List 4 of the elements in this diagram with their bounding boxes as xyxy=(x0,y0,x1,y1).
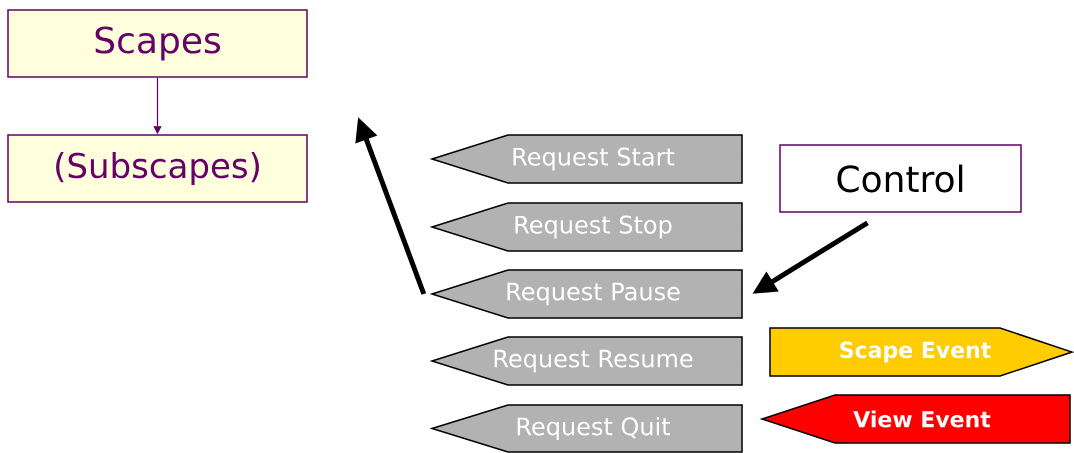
label-box: Control xyxy=(779,144,1022,213)
arrow-box: Scape Event xyxy=(769,327,1074,377)
label-box: Scapes xyxy=(7,9,308,78)
label-box: (Subscapes) xyxy=(7,134,308,203)
